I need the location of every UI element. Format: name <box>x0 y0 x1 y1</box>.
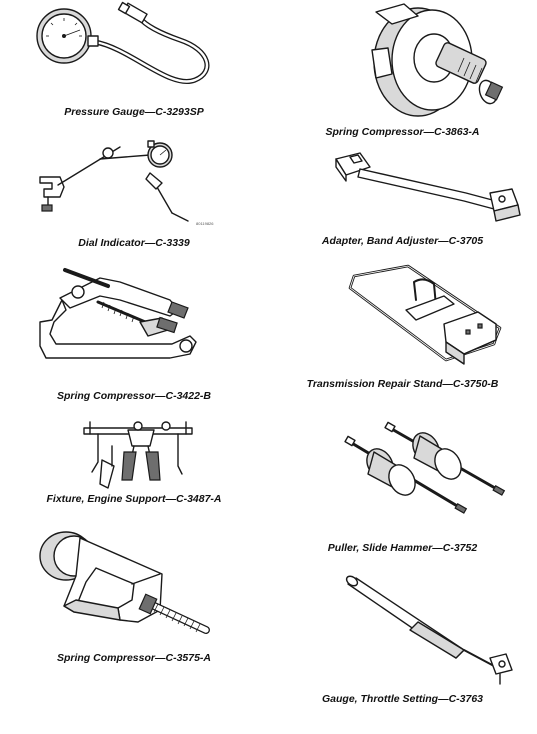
caption-spring-compressor-3422: Spring Compressor—C-3422-B <box>56 390 212 402</box>
caption-transmission-repair-stand: Transmission Repair Stand—C-3750-B <box>306 378 499 390</box>
dial-indicator-illustration: 80119826 <box>39 140 214 226</box>
caption-dial-indicator: Dial Indicator—C-3339 <box>78 237 190 249</box>
transmission-repair-stand-illustration <box>348 264 502 365</box>
caption-spring-compressor-3863: Spring Compressor—C-3863-A <box>325 126 480 138</box>
figure-code: 80119826 <box>196 221 214 226</box>
tool-transmission-repair-stand: Transmission Repair Stand—C-3750-B <box>268 258 537 398</box>
tool-spring-compressor-3863: Spring Compressor—C-3863-A <box>268 0 537 145</box>
tool-dial-indicator: 80119826 Dial Indicator—C-3339 <box>0 125 268 250</box>
tool-spring-compressor-3422: Spring Compressor—C-3422-B <box>0 260 268 410</box>
spring-compressor-3863-illustration <box>371 3 504 117</box>
band-adjuster-adapter-illustration <box>335 152 521 222</box>
caption-spring-compressor-3575: Spring Compressor—C-3575-A <box>56 652 212 664</box>
spring-compressor-3422-illustration <box>39 268 197 359</box>
slide-hammer-puller-illustration <box>344 421 506 514</box>
tool-spring-compressor-3575: Spring Compressor—C-3575-A <box>0 526 268 671</box>
tool-band-adjuster-adapter: Adapter, Band Adjuster—C-3705 <box>268 145 537 255</box>
caption-band-adjuster-adapter: Adapter, Band Adjuster—C-3705 <box>321 235 484 247</box>
tool-pressure-gauge: Pressure Gauge—C-3293SP <box>0 0 268 125</box>
tool-slide-hammer-puller: Puller, Slide Hammer—C-3752 <box>268 418 537 568</box>
tool-throttle-setting-gauge: Gauge, Throttle Setting—C-3763 <box>268 570 537 734</box>
caption-engine-support-fixture: Fixture, Engine Support—C-3487-A <box>46 493 222 505</box>
tool-engine-support-fixture: Fixture, Engine Support—C-3487-A <box>0 418 268 513</box>
caption-throttle-setting-gauge: Gauge, Throttle Setting—C-3763 <box>321 693 484 705</box>
caption-pressure-gauge: Pressure Gauge—C-3293SP <box>64 106 204 118</box>
engine-support-fixture-illustration <box>83 421 193 489</box>
spring-compressor-3575-illustration <box>39 531 210 634</box>
caption-slide-hammer-puller: Puller, Slide Hammer—C-3752 <box>327 542 478 554</box>
throttle-setting-gauge-illustration <box>345 575 513 685</box>
pressure-gauge-illustration <box>36 1 210 84</box>
